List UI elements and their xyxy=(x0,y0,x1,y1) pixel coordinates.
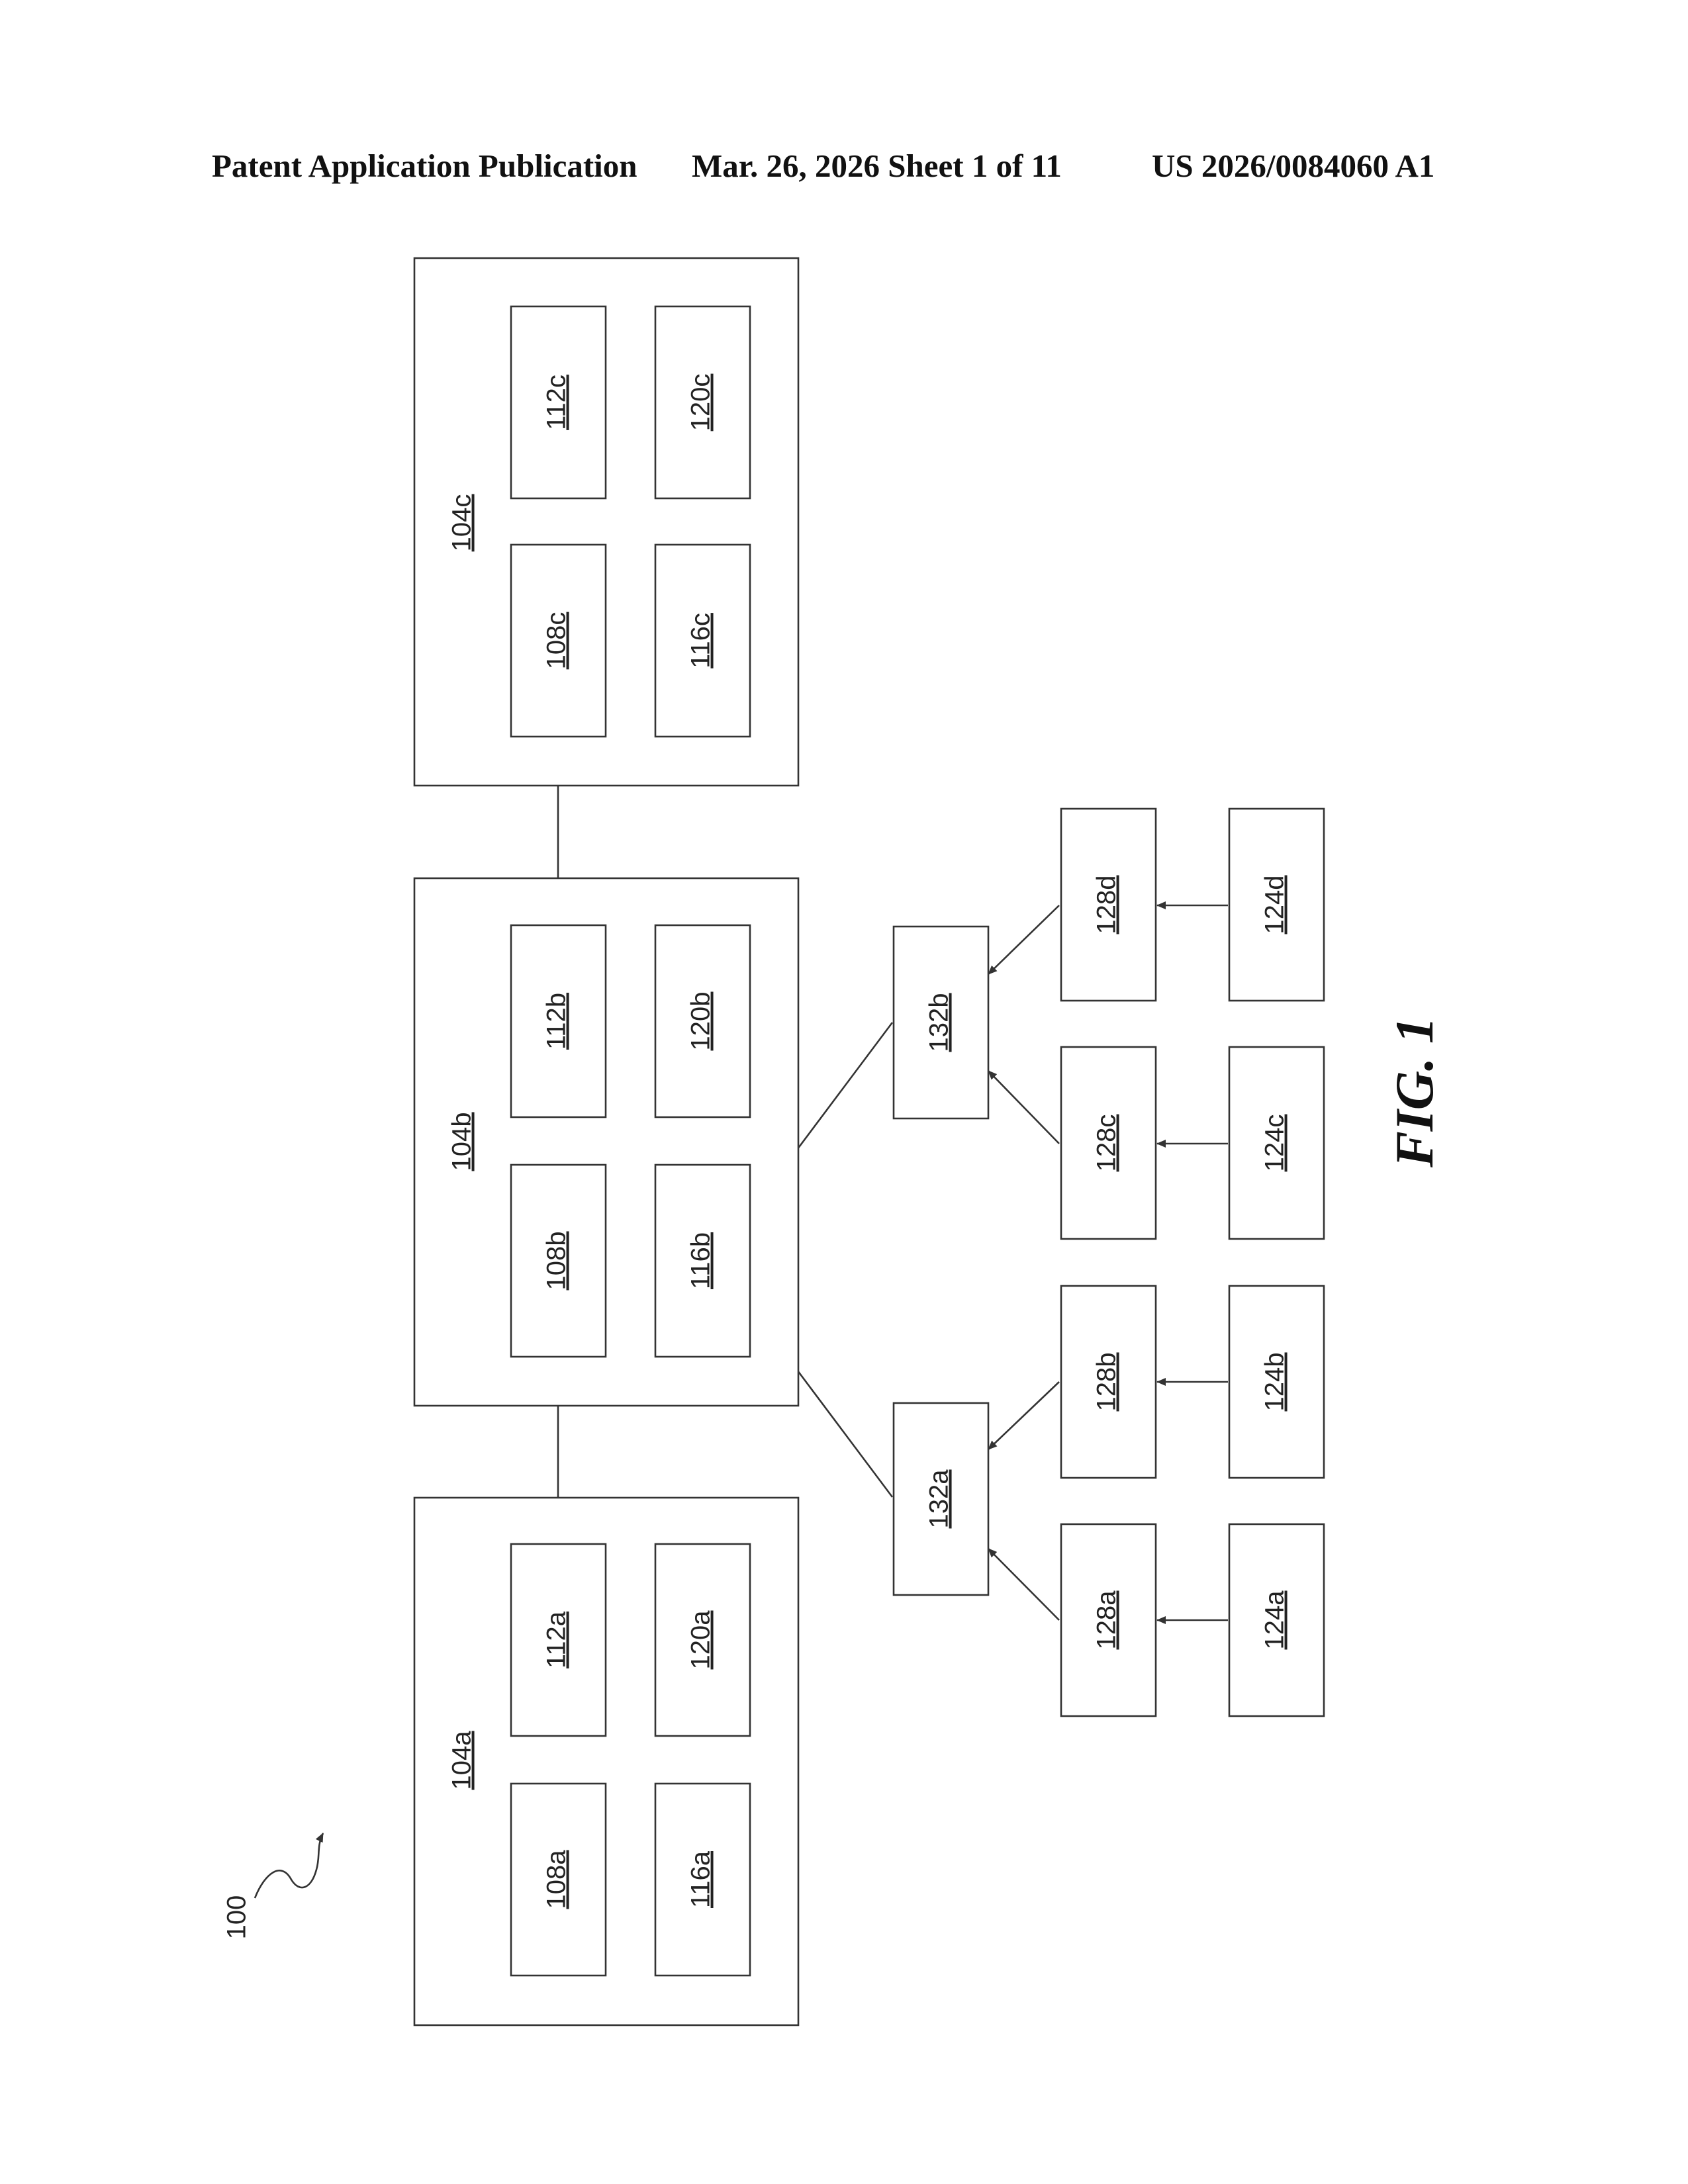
group-104b: 104b 112b 108b 120b 116b xyxy=(414,878,798,1406)
label-120c: 120c xyxy=(686,374,716,432)
label-116c: 116c xyxy=(686,613,716,668)
label-108c: 108c xyxy=(542,612,571,670)
group-label-104a: 104a xyxy=(447,1731,477,1790)
group-label-104c: 104c xyxy=(447,494,477,552)
connector-128b-132a xyxy=(988,1382,1059,1449)
reference-100: 100 xyxy=(222,1833,323,1939)
label-120a: 120a xyxy=(686,1610,716,1670)
label-132b: 132b xyxy=(925,993,954,1052)
group-104c: 104c 112c 108c 120c 116c xyxy=(414,258,798,786)
figure-label: FIG. 1 xyxy=(1384,1017,1444,1168)
sources: 124d 124c 124b 124a xyxy=(1229,809,1324,1716)
reference-squiggle-arrow xyxy=(255,1833,323,1898)
label-124d: 124d xyxy=(1260,876,1289,934)
label-128d: 128d xyxy=(1092,876,1121,934)
label-116a: 116a xyxy=(686,1850,716,1908)
group-104a: 104a 112a 108a 120a 116a xyxy=(414,1498,798,2025)
label-124a: 124a xyxy=(1260,1590,1289,1650)
label-124b: 124b xyxy=(1260,1353,1289,1412)
reference-label-100: 100 xyxy=(222,1895,252,1940)
label-128c: 128c xyxy=(1092,1115,1121,1172)
connector-128d-132b xyxy=(988,905,1059,974)
label-120b: 120b xyxy=(686,992,716,1051)
group-label-104b: 104b xyxy=(447,1113,477,1171)
connector-128a-132a xyxy=(988,1549,1059,1620)
label-112a: 112a xyxy=(542,1611,571,1668)
label-112b: 112b xyxy=(542,993,571,1050)
label-108a: 108a xyxy=(542,1850,571,1909)
label-116b: 116b xyxy=(686,1232,716,1289)
connector-128c-132b xyxy=(988,1071,1059,1144)
intermediates: 128d 128c 128b 128a xyxy=(1061,809,1156,1716)
label-128b: 128b xyxy=(1092,1353,1121,1412)
label-112c: 112c xyxy=(542,375,571,430)
label-132a: 132a xyxy=(925,1469,954,1529)
label-108b: 108b xyxy=(542,1232,571,1291)
label-124c: 124c xyxy=(1260,1115,1289,1172)
aggregators: 132b 132a xyxy=(894,927,988,1595)
label-128a: 128a xyxy=(1092,1590,1121,1650)
